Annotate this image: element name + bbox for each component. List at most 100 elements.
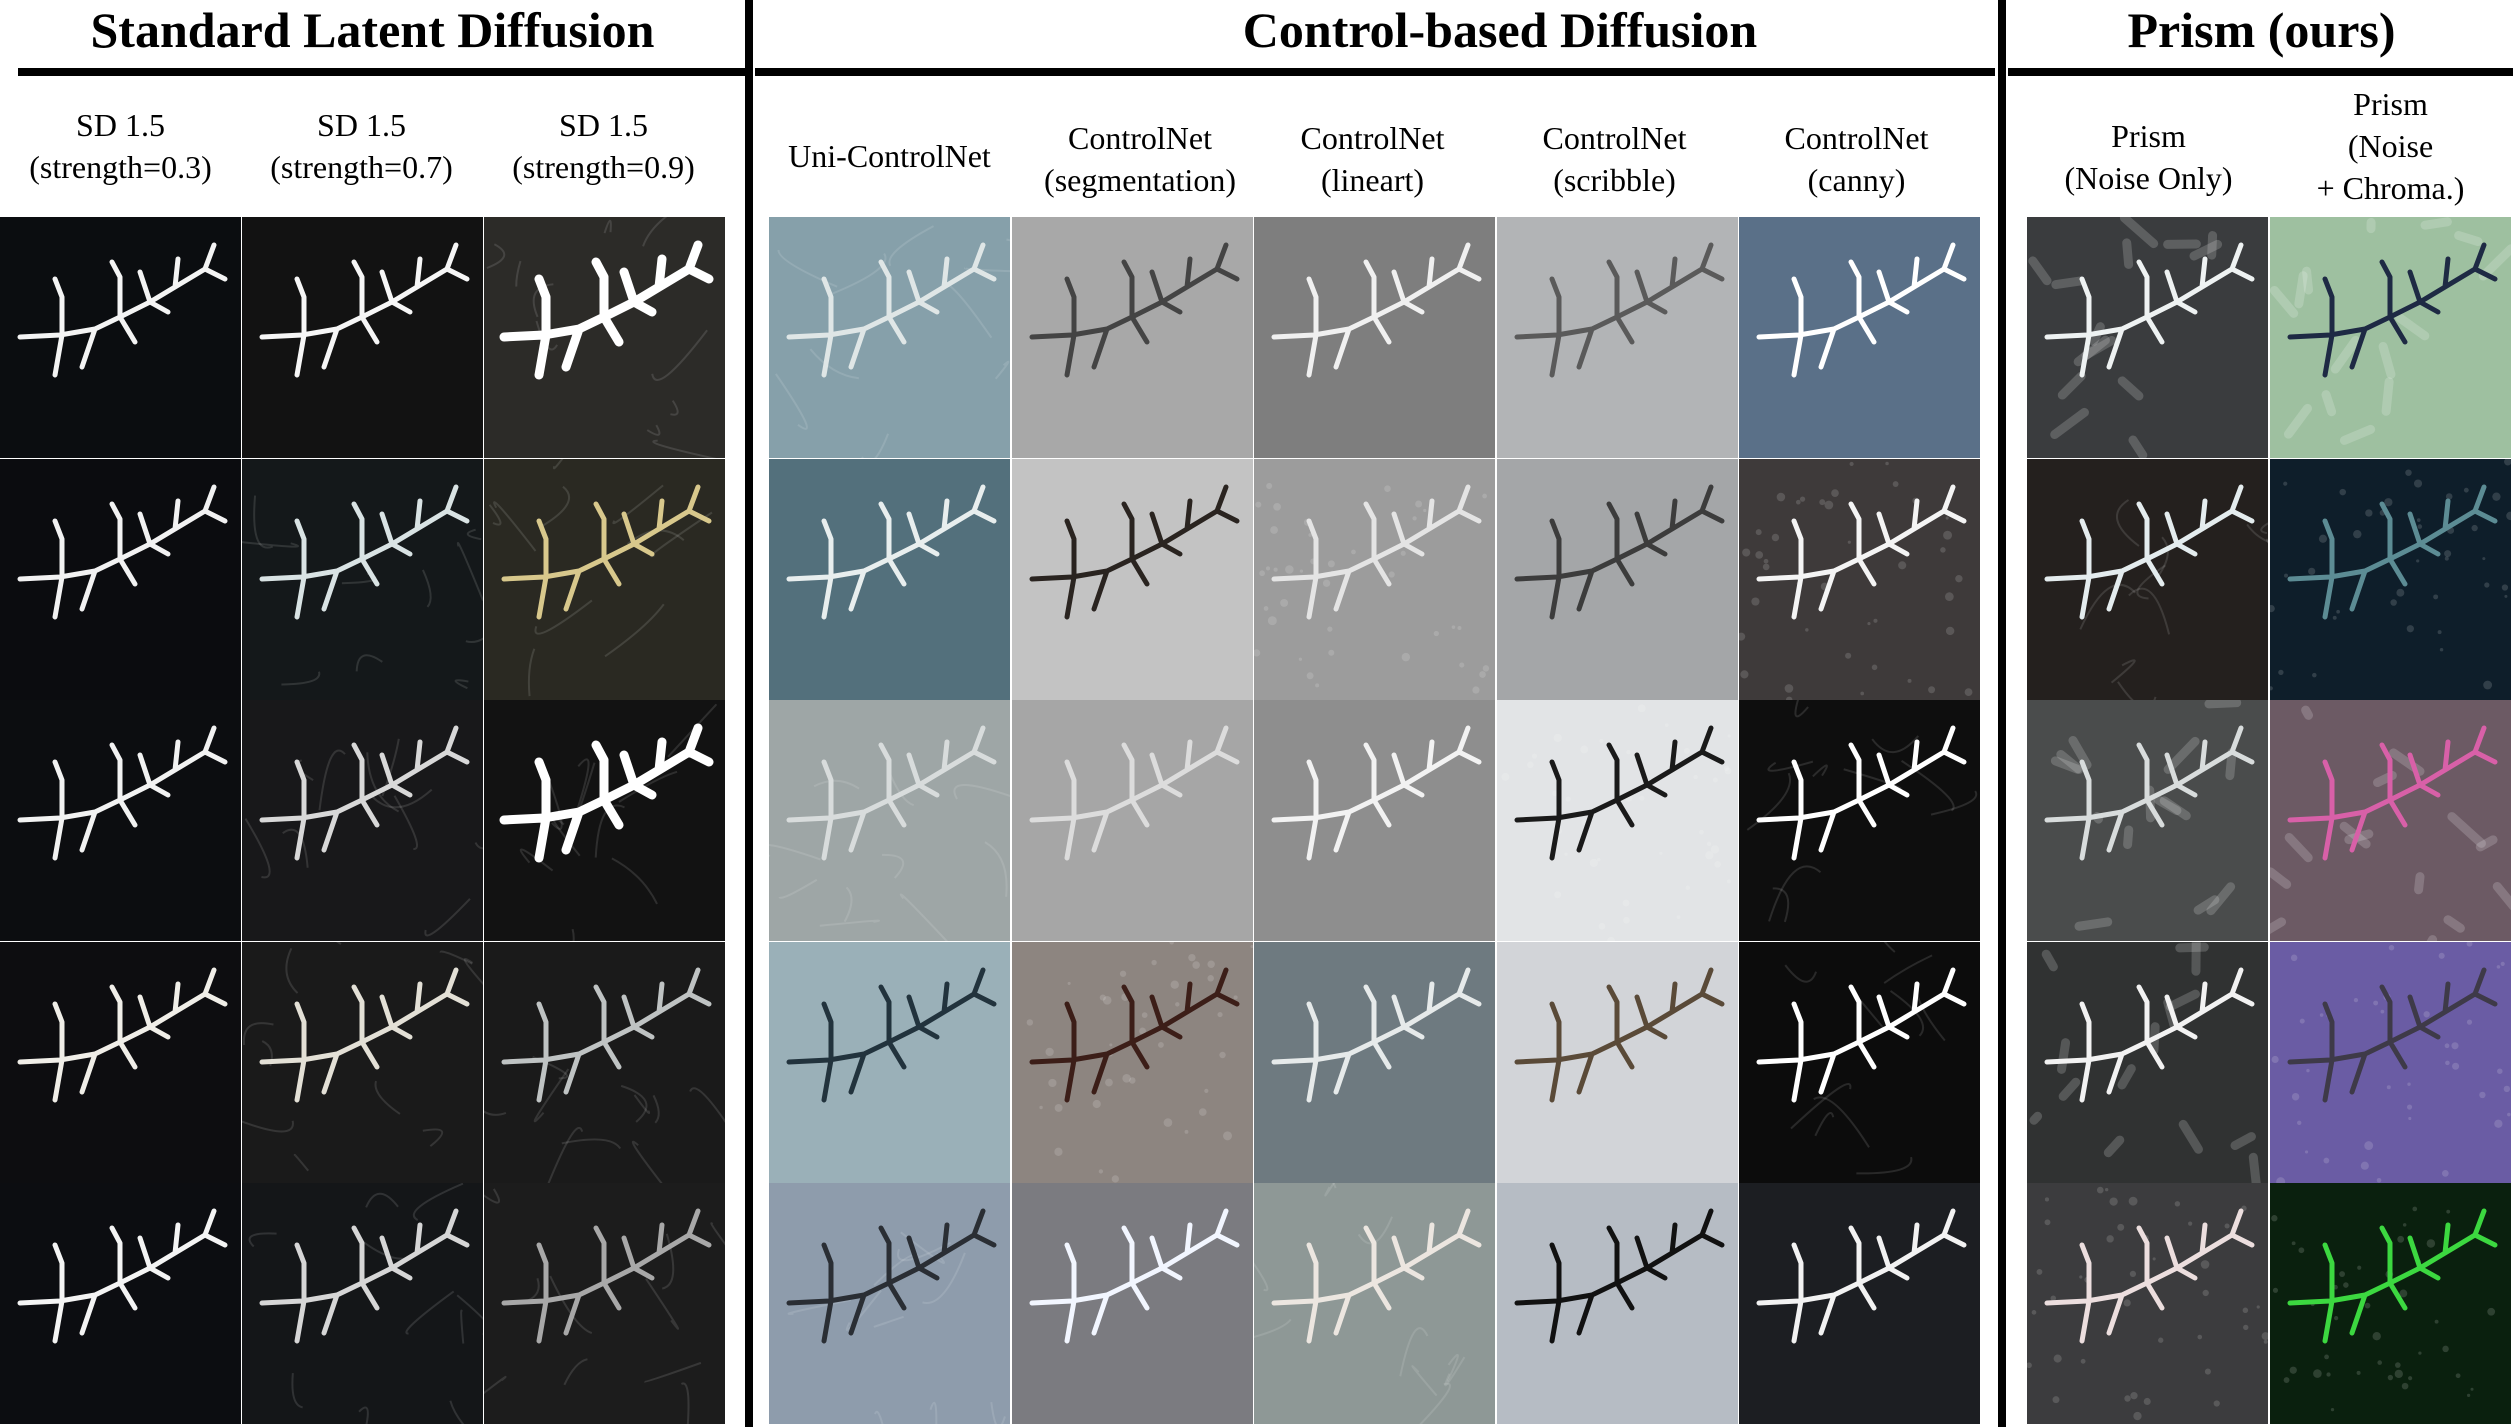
- branch-mark: [1271, 725, 1482, 861]
- column-header-prism-noise-chroma: Prism (Noise + Chroma.): [2316, 86, 2465, 206]
- image-tile-s1-c1-r4: [1012, 1183, 1253, 1424]
- column-header-controlnet-segmentation: ControlNet (segmentation): [1044, 120, 1236, 198]
- column-header-controlnet-scribble: ControlNet (scribble): [1542, 120, 1687, 198]
- column-header-sd-0.9: SD 1.5 (strength=0.9): [512, 107, 695, 185]
- branch-mark: [1756, 725, 1967, 861]
- image-tile-s1-c1-r1: [1012, 459, 1253, 700]
- image-tile-s1-c0-r2: [769, 700, 1010, 941]
- branch-mark: [2044, 484, 2255, 620]
- branch-mark: [2044, 1208, 2255, 1344]
- branch-mark: [1029, 484, 1240, 620]
- image-grid-control: [769, 217, 1980, 1424]
- branch-mark: [1756, 484, 1967, 620]
- branch-mark: [259, 725, 470, 861]
- image-tile-s0-c1-r4: [242, 1183, 483, 1424]
- branch-mark: [786, 967, 997, 1103]
- branch-mark: [1756, 967, 1967, 1103]
- image-tile-s0-c0-r1: [0, 459, 241, 700]
- image-tile-s1-c0-r0: [769, 217, 1010, 458]
- branch-mark: [1514, 725, 1725, 861]
- column-header-controlnet-canny: ControlNet (canny): [1784, 120, 1929, 198]
- image-tile-s1-c0-r4: [769, 1183, 1010, 1424]
- image-tile-s1-c2-r4: [1254, 1183, 1495, 1424]
- branch-mark: [2044, 242, 2255, 378]
- branch-mark: [259, 1208, 470, 1344]
- image-tile-s0-c2-r2: [484, 700, 725, 941]
- image-tile-s1-c4-r1: [1739, 459, 1980, 700]
- image-tile-s1-c2-r1: [1254, 459, 1495, 700]
- branch-mark: [786, 1208, 997, 1344]
- branch-mark: [17, 484, 228, 620]
- image-tile-s0-c0-r0: [0, 217, 241, 458]
- image-tile-s1-c2-r3: [1254, 942, 1495, 1183]
- image-tile-s0-c1-r2: [242, 700, 483, 941]
- branch-mark: [1514, 1208, 1725, 1344]
- image-tile-s1-c4-r4: [1739, 1183, 1980, 1424]
- branch-mark: [786, 484, 997, 620]
- branch-mark: [786, 725, 997, 861]
- branch-mark: [1514, 967, 1725, 1103]
- branch-mark: [17, 967, 228, 1103]
- section-divider-right: [1998, 0, 2006, 1427]
- image-tile-s2-c0-r1: [2027, 459, 2268, 700]
- image-tile-s0-c0-r3: [0, 942, 241, 1183]
- branch-mark: [1029, 967, 1240, 1103]
- branch-mark: [1271, 242, 1482, 378]
- image-tile-s2-c0-r2: [2027, 700, 2268, 941]
- branch-mark: [1029, 725, 1240, 861]
- image-grid-prism: [2027, 217, 2511, 1424]
- branch-mark: [1029, 1208, 1240, 1344]
- image-tile-s1-c3-r0: [1497, 217, 1738, 458]
- branch-mark: [1029, 242, 1240, 378]
- branch-mark: [2044, 967, 2255, 1103]
- image-tile-s0-c2-r1: [484, 459, 725, 700]
- branch-mark: [1271, 1208, 1482, 1344]
- image-tile-s1-c3-r4: [1497, 1183, 1738, 1424]
- image-tile-s0-c0-r2: [0, 700, 241, 941]
- section-title-standard: Standard Latent Diffusion: [90, 2, 655, 58]
- image-tile-s2-c1-r0: [2270, 217, 2511, 458]
- branch-mark: [2287, 484, 2498, 620]
- column-header-uni-controlnet: Uni-ControlNet: [788, 138, 991, 174]
- branch-mark: [1514, 242, 1725, 378]
- branch-mark: [17, 242, 228, 378]
- branch-mark: [499, 723, 714, 863]
- image-tile-s2-c0-r4: [2027, 1183, 2268, 1424]
- branch-mark: [2287, 1208, 2498, 1344]
- image-tile-s1-c4-r0: [1739, 217, 1980, 458]
- image-tile-s1-c3-r3: [1497, 942, 1738, 1183]
- image-tile-s2-c0-r3: [2027, 942, 2268, 1183]
- branch-mark: [786, 242, 997, 378]
- section-underline-prism: [2008, 68, 2513, 76]
- image-tile-s2-c1-r4: [2270, 1183, 2511, 1424]
- column-header-controlnet-lineart: ControlNet (lineart): [1300, 120, 1445, 198]
- image-tile-s0-c2-r0: [484, 217, 725, 458]
- image-tile-s0-c1-r3: [242, 942, 483, 1183]
- section-underline-standard: [18, 68, 746, 76]
- branch-mark: [2287, 967, 2498, 1103]
- column-header-sd-0.3: SD 1.5 (strength=0.3): [29, 107, 212, 185]
- section-title-control: Control-based Diffusion: [1242, 2, 1758, 58]
- branch-mark: [501, 967, 712, 1103]
- branch-mark: [17, 1208, 228, 1344]
- image-tile-s1-c1-r0: [1012, 217, 1253, 458]
- branch-mark: [259, 967, 470, 1103]
- section-title-prism: Prism (ours): [2127, 2, 2396, 58]
- image-tile-s2-c1-r3: [2270, 942, 2511, 1183]
- image-tile-s2-c0-r0: [2027, 217, 2268, 458]
- branch-mark: [17, 725, 228, 861]
- image-tile-s1-c4-r2: [1739, 700, 1980, 941]
- branch-mark: [1756, 242, 1967, 378]
- branch-mark: [1271, 967, 1482, 1103]
- branch-mark: [1514, 484, 1725, 620]
- image-tile-s2-c1-r2: [2270, 700, 2511, 941]
- image-tile-s1-c0-r3: [769, 942, 1010, 1183]
- branch-mark: [499, 240, 714, 380]
- image-grid-standard: [0, 217, 727, 1424]
- branch-mark: [2287, 725, 2498, 861]
- image-tile-s0-c2-r4: [484, 1183, 725, 1424]
- image-tile-s0-c1-r1: [242, 459, 483, 700]
- image-tile-s1-c2-r0: [1254, 217, 1495, 458]
- image-tile-s0-c2-r3: [484, 942, 725, 1183]
- column-header-sd-0.7: SD 1.5 (strength=0.7): [270, 107, 453, 185]
